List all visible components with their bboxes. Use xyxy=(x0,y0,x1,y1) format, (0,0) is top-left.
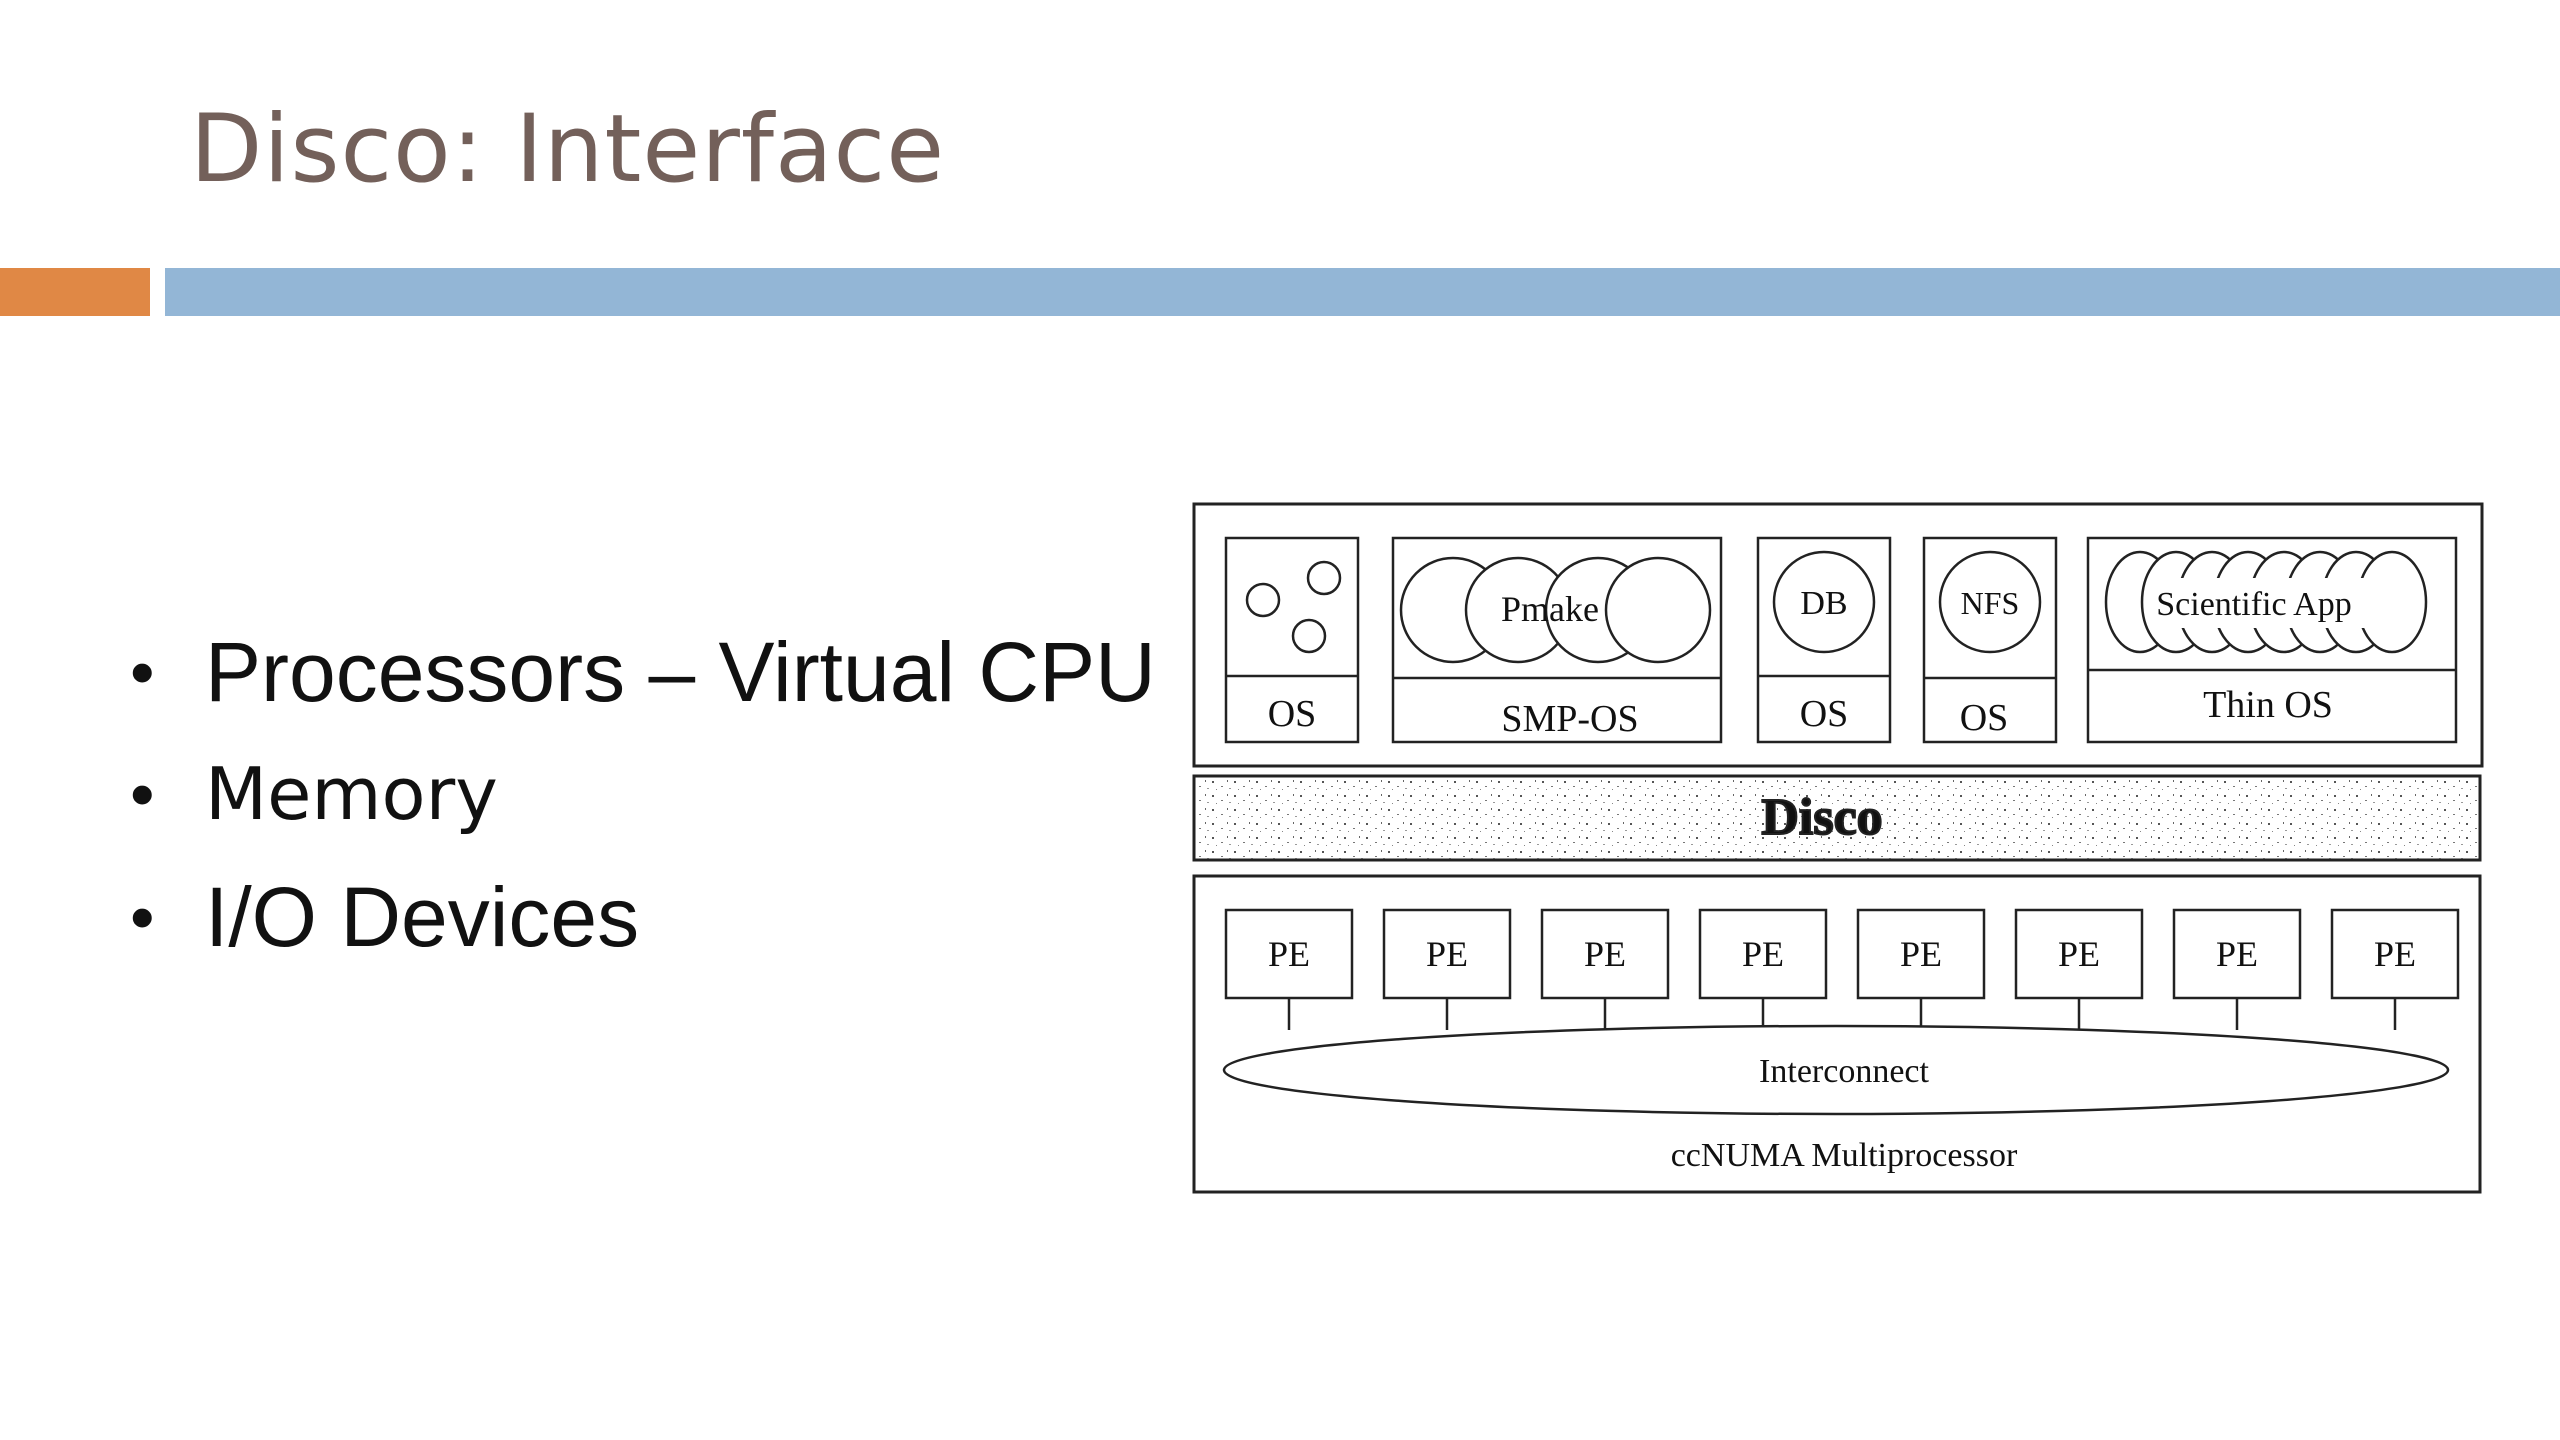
scientific-app-label: Scientific App xyxy=(2156,586,2351,623)
vm-smp-os: Pmake SMP-OS xyxy=(1391,536,1723,744)
thin-os-label: Thin OS xyxy=(2203,684,2333,726)
pe-label: PE xyxy=(2058,934,2100,974)
ccnuma-label: ccNUMA Multiprocessor xyxy=(1671,1137,2018,1174)
db-label: DB xyxy=(1800,585,1847,622)
pe-box xyxy=(1224,908,1354,1000)
pe-box xyxy=(2330,908,2460,1000)
vm-db: DB OS xyxy=(1756,536,1892,744)
vm-os: OS xyxy=(1224,536,1360,744)
process-icon xyxy=(1291,618,1327,654)
bullet-io-devices: I/O Devices xyxy=(130,857,1156,977)
pe-label: PE xyxy=(2216,934,2258,974)
vm-os-label: OS xyxy=(1268,693,1317,735)
accent-bar-orange xyxy=(0,268,150,316)
vm-layer: OS Pmake SMP-OS DB OS xyxy=(1192,502,2484,768)
nfs-label: NFS xyxy=(1961,585,2020,621)
pe-label: PE xyxy=(2374,934,2416,974)
pmake-label: Pmake xyxy=(1501,589,1599,629)
interconnect-label: Interconnect xyxy=(1759,1053,1929,1090)
vm-thin-os: Scientific App Thin OS xyxy=(2086,536,2458,744)
pe-label: PE xyxy=(1584,934,1626,974)
smp-os-label: SMP-OS xyxy=(1501,698,1638,740)
pe-box xyxy=(2172,908,2302,1000)
accent-bar-blue xyxy=(165,268,2560,316)
hardware-layer: PE PE PE PE PE PE PE PE Interconnect ccNUMA Mul… xyxy=(1192,874,2482,1194)
pe-box xyxy=(1540,908,1670,1000)
slide-title: Disco: Interface xyxy=(190,95,946,204)
bullet-list: Processors – Virtual CPU Memory I/O Devi… xyxy=(130,612,1156,977)
bullet-memory: Memory xyxy=(130,732,1156,857)
pe-label: PE xyxy=(1900,934,1942,974)
pe-group: PE PE PE PE PE PE PE PE xyxy=(1224,908,2460,1030)
pe-label: PE xyxy=(1426,934,1468,974)
vm-nfs: NFS OS xyxy=(1922,536,2058,744)
bullet-processors: Processors – Virtual CPU xyxy=(130,612,1156,732)
pe-box xyxy=(2014,908,2144,1000)
db-os-label: OS xyxy=(1800,693,1849,735)
process-icon xyxy=(1245,582,1281,618)
interconnect-bus xyxy=(1222,1024,2450,1116)
pe-box xyxy=(1382,908,1512,1000)
process-icon xyxy=(1306,560,1342,596)
disco-label: Disco xyxy=(1761,789,1882,846)
pe-label: PE xyxy=(1742,934,1784,974)
nfs-os-label: OS xyxy=(1960,697,2009,739)
disco-architecture-diagram: OS Pmake SMP-OS DB OS xyxy=(1192,502,2484,1194)
pe-label: PE xyxy=(1268,934,1310,974)
disco-layer: Disco xyxy=(1192,774,2482,862)
